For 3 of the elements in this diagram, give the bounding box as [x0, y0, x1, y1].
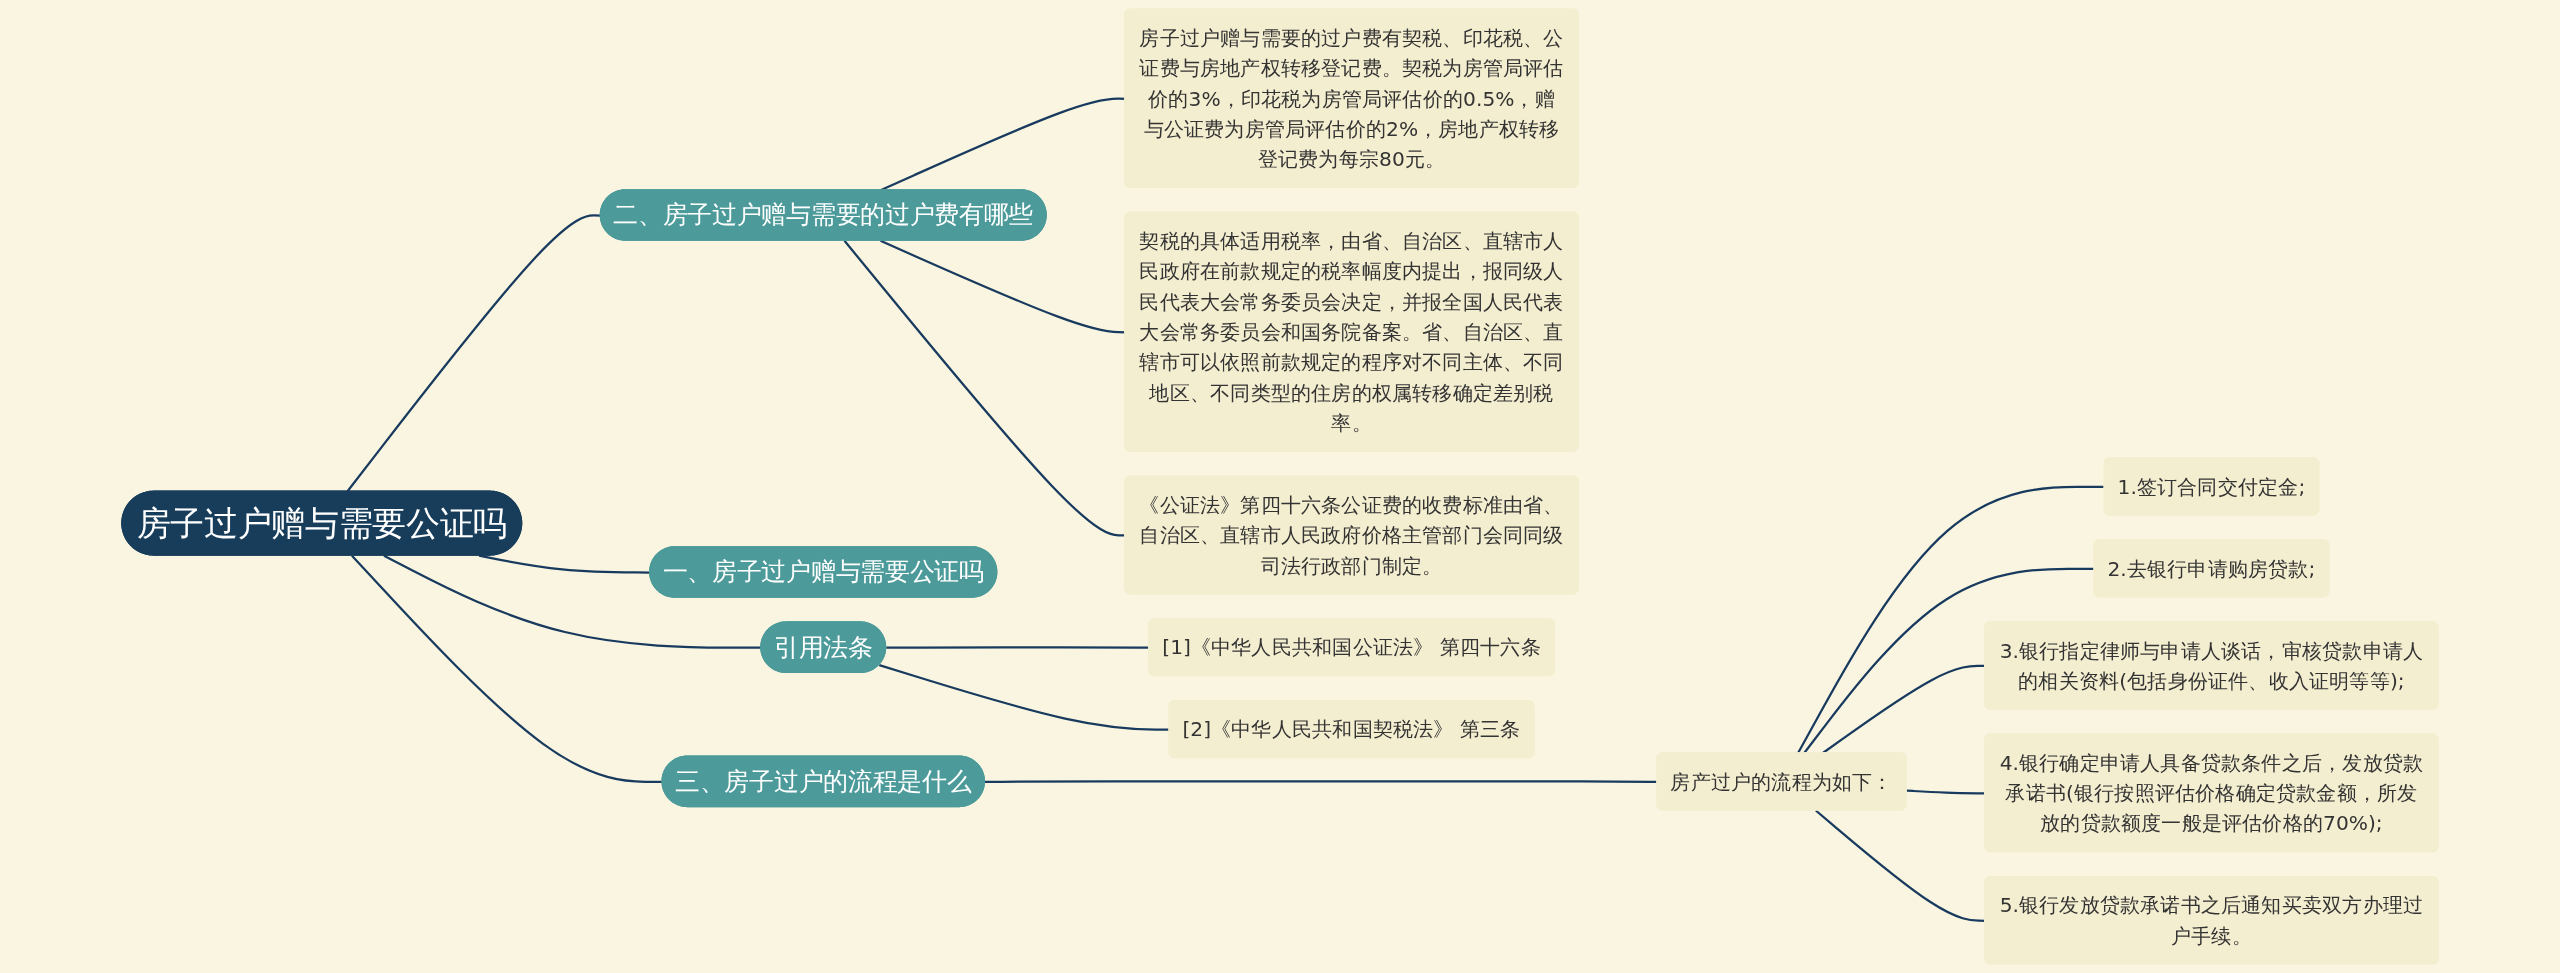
connector: [351, 554, 663, 783]
connector: [1796, 485, 2105, 754]
connector: [346, 214, 601, 493]
